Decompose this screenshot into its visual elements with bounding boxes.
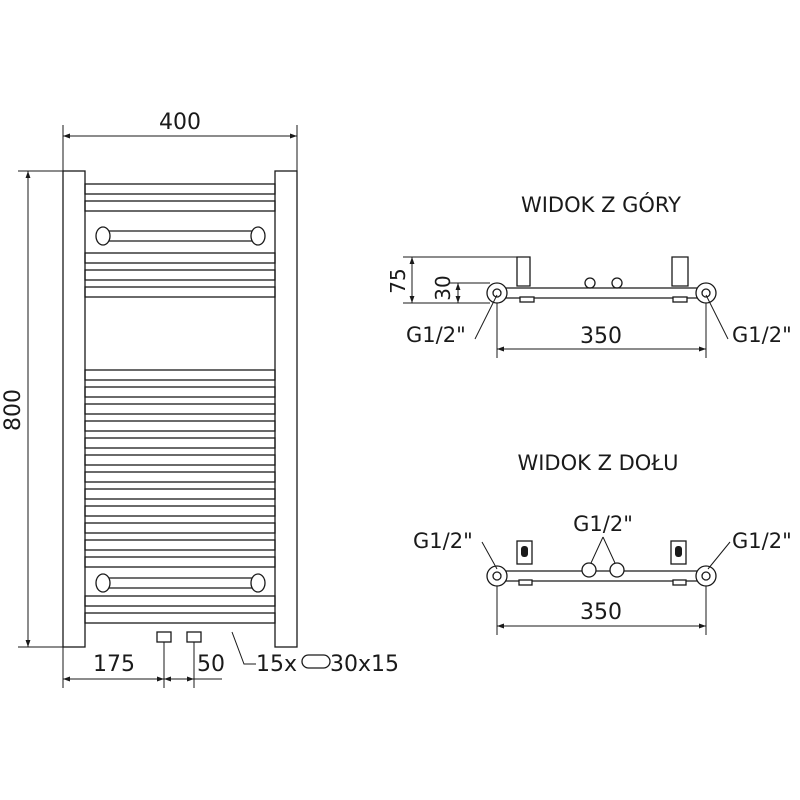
top-view-title: WIDOK Z GÓRY: [521, 192, 681, 217]
left-column: [62, 170, 86, 648]
right-column: [274, 170, 298, 648]
height-dim-label: 800: [1, 389, 26, 431]
bottom-left-conn-label: G1/2": [413, 529, 473, 553]
tube-count-label: 15x: [256, 652, 297, 677]
bottom-valves: [156, 631, 202, 688]
spacing-dim-label: 50: [197, 652, 225, 677]
rail: [84, 522, 276, 534]
rail: [84, 420, 276, 432]
rail: [84, 556, 276, 568]
rail: [84, 369, 276, 381]
bottom-view-title: WIDOK Z DOŁU: [517, 451, 678, 475]
bottom-center-conn-label: G1/2": [573, 512, 633, 536]
rail: [84, 252, 276, 264]
width-dimension: 400: [62, 110, 298, 171]
top-dim-75: 75: [386, 268, 410, 293]
rail: [84, 488, 276, 500]
rail: [84, 403, 276, 415]
top-view: WIDOK Z GÓRY 75 30 350 G1/2" G1: [386, 192, 792, 358]
rail: [84, 595, 276, 607]
rail: [84, 454, 276, 466]
rail: [84, 505, 276, 517]
lower-towel-bar: [95, 573, 266, 593]
rail: [84, 286, 276, 298]
rail: [84, 471, 276, 483]
bottom-right-conn-label: G1/2": [732, 529, 792, 553]
upper-towel-bar: [95, 226, 266, 246]
bottom-dimensions: 175 50: [62, 647, 225, 688]
bottom-view: WIDOK Z DOŁU G1/2" G1/2" G1/2" 350: [413, 451, 792, 635]
front-view: 400 800 175 50 15x 30x15: [1, 110, 399, 688]
bottom-right-connector: [695, 565, 717, 587]
tube-profile-icon: [301, 654, 331, 669]
tube-size-label: 30x15: [330, 652, 399, 677]
offset-dim-label: 175: [93, 652, 135, 677]
rail: [84, 200, 276, 212]
top-right-conn-label: G1/2": [732, 323, 792, 347]
top-right-connector: [695, 282, 717, 304]
rail: [84, 437, 276, 449]
rail: [84, 539, 276, 551]
width-dim-label: 400: [159, 110, 201, 135]
height-dimension: 800: [1, 170, 63, 648]
rails-group: [84, 183, 276, 624]
tube-callout: 15x 30x15: [231, 631, 399, 677]
rail: [84, 386, 276, 398]
rail: [84, 183, 276, 195]
top-dim-350: 350: [580, 324, 622, 349]
rail: [84, 269, 276, 281]
rail: [84, 612, 276, 624]
top-left-conn-label: G1/2": [406, 323, 466, 347]
bottom-dim-350: 350: [580, 600, 622, 625]
top-dim-30: 30: [431, 275, 455, 300]
top-left-connector: [486, 282, 508, 304]
